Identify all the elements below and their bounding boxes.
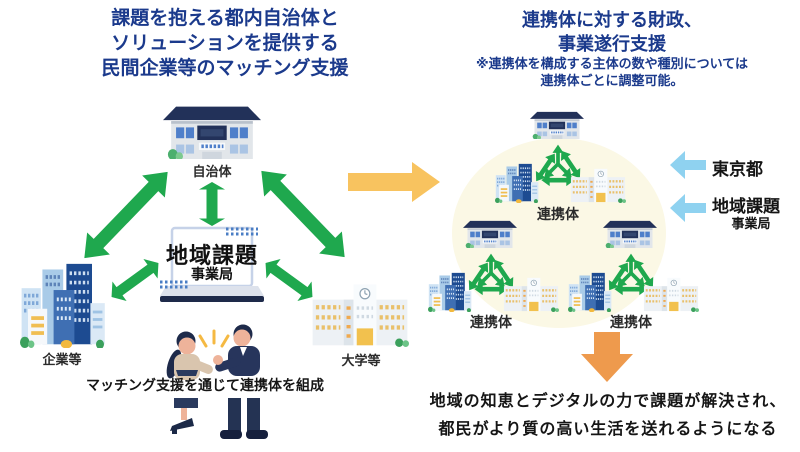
- tokyo-arrow-icon: [670, 151, 706, 179]
- collab-university-icon-1: [570, 167, 626, 203]
- outcome-down-arrow-icon: [581, 332, 633, 382]
- right-title-line-2: 事業遂行支援: [558, 34, 666, 54]
- university-building-icon: [311, 281, 409, 347]
- collab-companies-icon-2: [428, 272, 473, 312]
- arrow-municipality-bureau-icon: [198, 182, 226, 226]
- arrow-university-municipality-icon: [249, 159, 357, 269]
- tokyo-label: 東京都: [712, 160, 763, 179]
- arrow-companies-bureau-icon: [104, 252, 166, 307]
- bureau-screen-subtitle: 事業局: [191, 266, 233, 282]
- municipality-label: 自治体: [192, 164, 232, 179]
- left-title-line-2: ソリューションを提供する: [111, 33, 339, 54]
- flow-right-arrow-icon: [348, 162, 440, 202]
- right-title: 連携体に対する財政、 事業遂行支援: [452, 8, 772, 56]
- collab-university-icon-3: [643, 276, 699, 312]
- collab-companies-icon-3: [568, 272, 613, 312]
- companies-buildings-icon: [20, 262, 108, 348]
- collab-municipality-icon-1: [530, 110, 584, 139]
- matching-caption: マッチング支援を通じて連携体を組成: [86, 377, 324, 393]
- right-note-line-2: 連携体ごとに調整可能。: [540, 73, 684, 88]
- collab-municipality-icon-3: [603, 219, 657, 248]
- collab-companies-icon-1: [495, 163, 540, 203]
- bureau-screen-title: 地域課題: [165, 243, 258, 268]
- companies-label: 企業等: [42, 352, 82, 367]
- municipality-building-icon: [163, 103, 261, 159]
- right-note-line-1: ※連携体を構成する主体の数や種別については: [476, 56, 748, 71]
- collab-municipality-icon-2: [463, 219, 517, 248]
- outcome-line-2: 都民がより質の高い生活を送れるようになる: [438, 421, 778, 438]
- right-note: ※連携体を構成する主体の数や種別については 連携体ごとに調整可能。: [440, 55, 784, 89]
- bureau-label-sub: 事業局: [731, 216, 771, 231]
- left-title: 課題を抱える都内自治体と ソリューションを提供する 民間企業等のマッチング支援: [60, 6, 390, 81]
- right-title-line-1: 連携体に対する財政、: [522, 10, 702, 30]
- bureau-arrow-icon: [670, 194, 706, 222]
- outcome-text: 地域の知恵とデジタルの力で課題が解決され、 都民がより質の高い生活を送れるように…: [420, 388, 796, 444]
- collab-group-label-3: 連携体: [610, 314, 652, 330]
- bureau-label-main: 地域課題: [712, 197, 780, 216]
- collab-university-icon-2: [503, 276, 559, 312]
- collab-group-label-1: 連携体: [537, 206, 579, 222]
- left-title-line-1: 課題を抱える都内自治体と: [111, 8, 339, 29]
- outcome-line-1: 地域の知恵とデジタルの力で課題が解決され、: [429, 393, 787, 410]
- university-label: 大学等: [341, 353, 381, 368]
- collab-group-label-2: 連携体: [470, 314, 512, 330]
- left-title-line-3: 民間企業等のマッチング支援: [101, 58, 349, 79]
